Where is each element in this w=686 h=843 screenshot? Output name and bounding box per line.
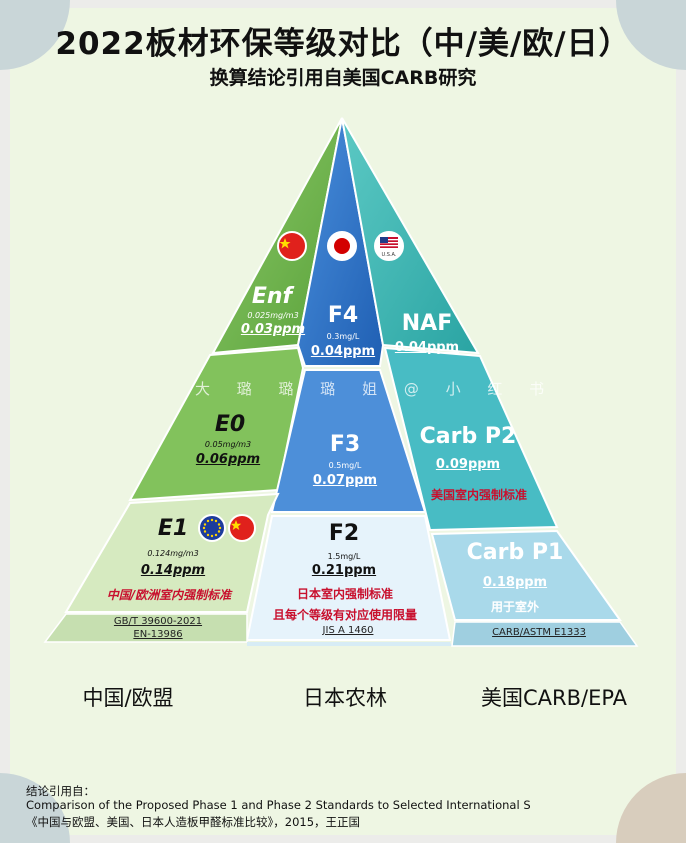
value-f2-ppm: 0.21ppm [311,563,377,578]
note-carbp1: 用于室外 [490,600,539,614]
grade-naf: NAF [401,311,453,336]
grade-enf: Enf [251,284,293,309]
japan-flag-icon [327,231,357,261]
value-e0-mg: 0.05mg/m3 [204,440,252,449]
base-band-japan [247,642,452,646]
value-e1-mg: 0.124mg/m3 [147,549,199,558]
tier-carbp1 [430,529,622,621]
value-enf-ppm: 0.03ppm [240,322,306,337]
grade-e1: E1 [157,516,189,541]
value-e1-ppm: 0.14ppm [140,563,206,578]
footer-reference-1: Comparison of the Proposed Phase 1 and P… [26,798,531,812]
value-f3-mg: 0.5mg/L [328,461,362,470]
standard-usa: CARB/ASTM E1333 [492,627,586,638]
value-naf-ppm: 0.04ppm [394,340,460,355]
china-flag-icon [228,514,256,542]
standard-china: GB/T 39600-2021 [113,616,203,627]
value-f3-ppm: 0.07ppm [312,473,378,488]
note-f2-line1: 日本室内强制标准 [296,587,393,601]
page-subtitle: 换算结论引用自美国CARB研究 [209,67,477,89]
tier-carbp2 [383,346,559,532]
note-carbp2: 美国室内强制标准 [430,488,527,502]
tier-naf [341,117,480,355]
grade-carbp2: Carb P2 [419,424,517,449]
standard-eu: EN-13986 [133,629,183,640]
usa-flag-text: U.S.A. [382,252,397,258]
base-band-usa [451,621,639,647]
value-carbp2-ppm: 0.09ppm [435,457,501,472]
region-china-eu: 中国/欧盟 [82,686,174,710]
value-carbp1-ppm: 0.18ppm [482,575,548,590]
value-f4-mg: 0.3mg/L [326,332,360,341]
value-f2-mg: 1.5mg/L [327,552,361,561]
value-e0-ppm: 0.06ppm [195,452,261,467]
note-f2-line2: 且每个等级有对应使用限量 [272,608,417,622]
value-enf-mg: 0.025mg/m3 [247,311,299,320]
grade-e0: E0 [214,412,246,437]
region-usa: 美国CARB/EPA [480,686,628,710]
grade-f2: F2 [328,521,360,546]
grade-carbp1: Carb P1 [466,540,564,565]
value-f4-ppm: 0.04ppm [310,344,376,359]
tier-f2 [245,515,452,641]
region-japan: 日本农林 [303,686,387,710]
grade-f4: F4 [327,303,359,328]
page-title: 2022板材环保等级对比（中/美/欧/日） [55,26,631,62]
note-e1: 中国/欧洲室内强制标准 [106,588,232,602]
usa-flag-icon: U.S.A. [374,231,404,261]
footer-reference-2: 《中国与欧盟、美国、日本人造板甲醛标准比较》，2015，王正国 [26,815,361,829]
footer-heading: 结论引用自： [26,784,95,798]
china-flag-icon [277,231,307,261]
grade-f3: F3 [329,432,361,457]
standard-japan: JIS A 1460 [322,625,374,636]
eu-flag-icon [198,514,226,542]
watermark-text: 大 璐 璐 璐 姐 @ 小 红 书 [195,380,556,398]
